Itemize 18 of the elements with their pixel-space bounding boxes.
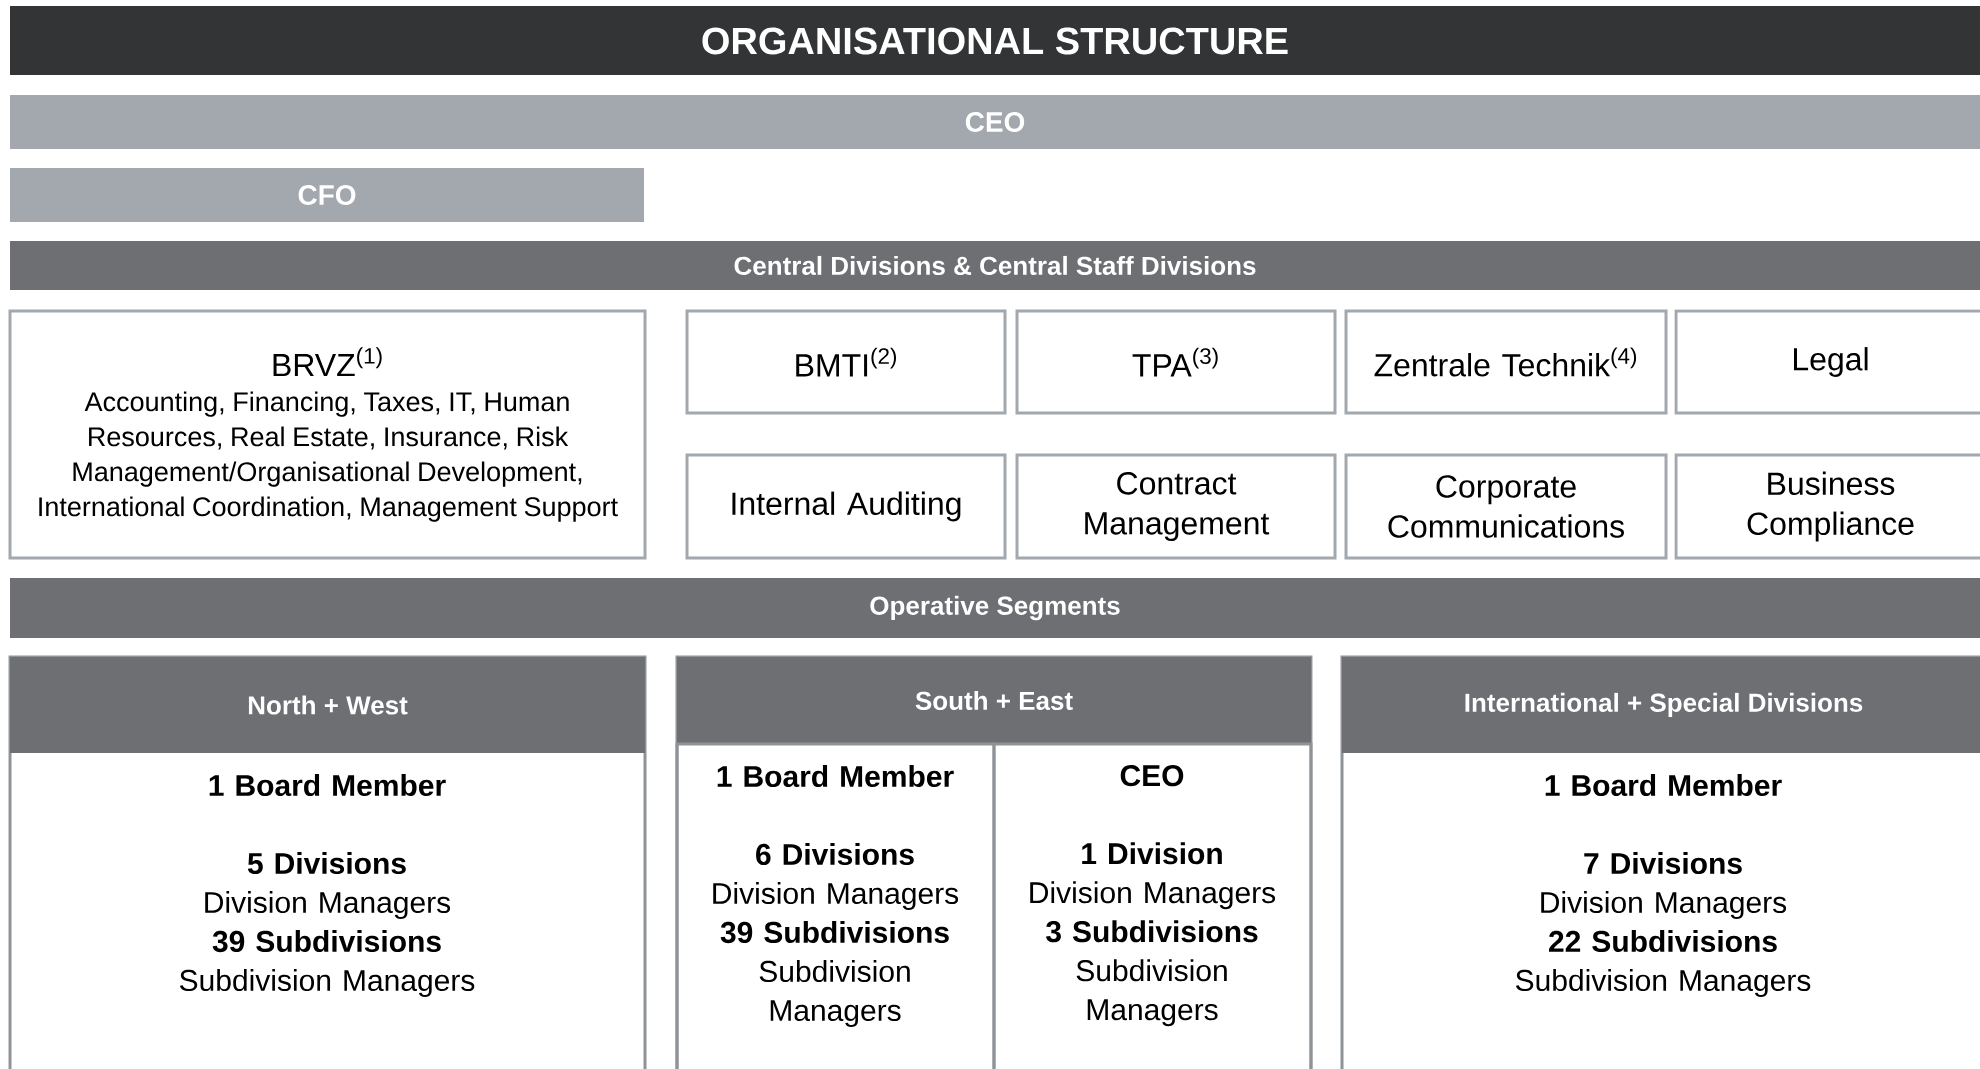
unit-box: TPA$^{(3)}$ bbox=[1015, 309, 1337, 415]
unit-box: Legal bbox=[1674, 309, 1980, 415]
title-bar: ORGANISATIONAL STRUCTURE bbox=[10, 6, 1980, 75]
unit-box: BRVZ$^{(1)}$ Accounting, Financing, Taxes, IT, Human Resources, Real Estate, Insurance, Risk Management/Organisational Development, International Coordination, Management Support bbox=[8, 309, 647, 560]
unit-box: BMTI$^{(2)}$ bbox=[685, 309, 1007, 415]
unit-box: Zentrale Technik$^{(4)}$ bbox=[1344, 309, 1668, 415]
unit-box: Corporate Communications bbox=[1344, 453, 1668, 560]
unit-box: Contract Management bbox=[1015, 453, 1337, 560]
segment-box: International + Special Divisions 1 Board Member 7 Divisions Division Managers 22 Subdivisions Subdivision Managers bbox=[1340, 655, 1980, 1069]
segment-column: CEO 1 Division Division Managers 3 Subdivisions Subdivision Managers bbox=[992, 742, 1313, 1069]
unit-box: Business Compliance bbox=[1674, 453, 1980, 560]
segment-column: 1 Board Member 6 Divisions Division Managers 39 Subdivisions Subdivision Managers bbox=[675, 742, 996, 1069]
unit-box: Internal Auditing bbox=[685, 453, 1007, 560]
segment-box: North + West 1 Board Member 5 Divisions Division Managers 39 Subdivisions Subdivision Managers bbox=[8, 655, 647, 1069]
section-band: Operative Segments bbox=[10, 578, 1980, 638]
role-bar: CEO bbox=[10, 95, 1980, 149]
section-band: Central Divisions & Central Staff Divisions bbox=[10, 241, 1980, 290]
role-bar: CFO bbox=[10, 168, 644, 222]
